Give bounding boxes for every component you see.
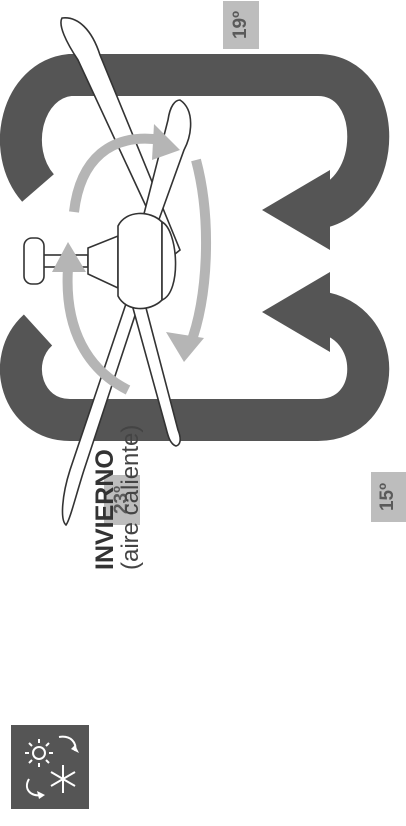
rotation-arc-left: [62, 267, 131, 395]
season-title: INVIERNO: [91, 449, 119, 570]
fan-switch-housing: [87, 234, 119, 290]
fan-canopy: [23, 237, 45, 285]
rotation-arc-right: [185, 158, 212, 347]
fan-motor-housing: [117, 212, 163, 310]
rotation-arrowheads: [52, 124, 204, 362]
rotation-arrowhead-top: [152, 124, 180, 160]
air-loop-top: [0, 54, 390, 250]
season-subtitle: (aire caliente): [117, 424, 144, 570]
temperature-top-right: 19º: [229, 10, 251, 40]
rotation-arrowhead-right: [166, 332, 204, 362]
rotation-arrowhead-left: [52, 242, 86, 272]
fan-blade-bottom-right: [127, 283, 181, 447]
arrowhead-top: [262, 170, 330, 250]
temperature-badge-bottom-left: 23º: [104, 475, 140, 525]
rotation-arrows: [62, 133, 212, 395]
sun-snowflake-cycle-icon: [11, 725, 89, 809]
fan-motor-cap: [161, 220, 177, 302]
arrowhead-bottom: [262, 272, 330, 352]
season-icon-graphic: [25, 735, 79, 799]
fan-blade-bottom-left: [61, 267, 152, 527]
temperature-bottom-right: 15º: [377, 482, 399, 512]
temperature-badge-bottom-right: 15º: [371, 472, 406, 522]
rotation-arc-top: [69, 133, 163, 213]
temperature-badge-top-right: 19º: [223, 1, 259, 49]
air-loop-bottom: [0, 272, 390, 441]
